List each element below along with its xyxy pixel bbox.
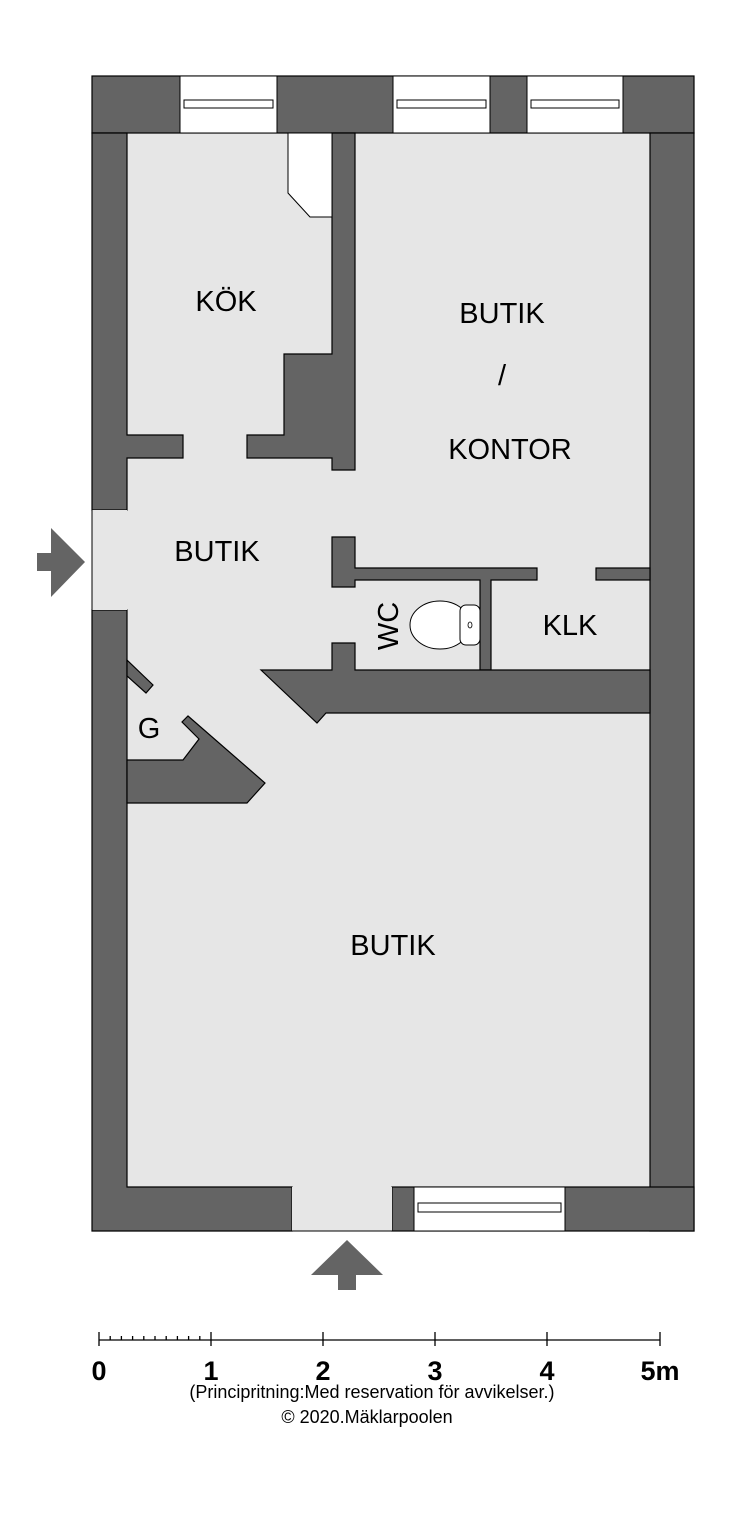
kitchen-cabinet [287, 132, 333, 218]
room-label-kitchen: KÖK [195, 286, 257, 318]
windows [179, 75, 624, 1232]
scale-label-1: 1 [203, 1356, 218, 1386]
entrance-left [92, 510, 127, 610]
room-label-shop-office-1: BUTIK [459, 298, 545, 330]
room-label-wc: WC [373, 602, 405, 650]
room-label-shop-office-2: KONTOR [448, 434, 572, 466]
scale-label-3: 3 [427, 1356, 442, 1386]
scale-label-5: 5m [640, 1356, 679, 1386]
disclaimer-caption: (Principritning:Med reservation för avvi… [189, 1382, 554, 1402]
scale-label-2: 2 [315, 1356, 330, 1386]
scale-bar [98, 1332, 661, 1346]
room-label-klk: KLK [543, 610, 598, 642]
room-label-shop-main: BUTIK [350, 930, 436, 962]
room-label-shop-office-sep: / [498, 360, 507, 392]
entrance-arrow-bottom-icon [311, 1240, 383, 1290]
copyright-caption: © 2020.Mäklarpoolen [281, 1407, 452, 1427]
scale-label-4: 4 [539, 1356, 554, 1386]
interior-walls [126, 132, 651, 804]
entrance-bottom [292, 1187, 392, 1231]
floor-area [92, 76, 694, 1231]
room-label-shop-hall: BUTIK [174, 536, 260, 568]
scale-label-0: 0 [91, 1356, 106, 1386]
entrance-arrow-left-icon [37, 528, 85, 597]
toilet-icon [409, 600, 481, 650]
room-label-g: G [138, 713, 161, 745]
